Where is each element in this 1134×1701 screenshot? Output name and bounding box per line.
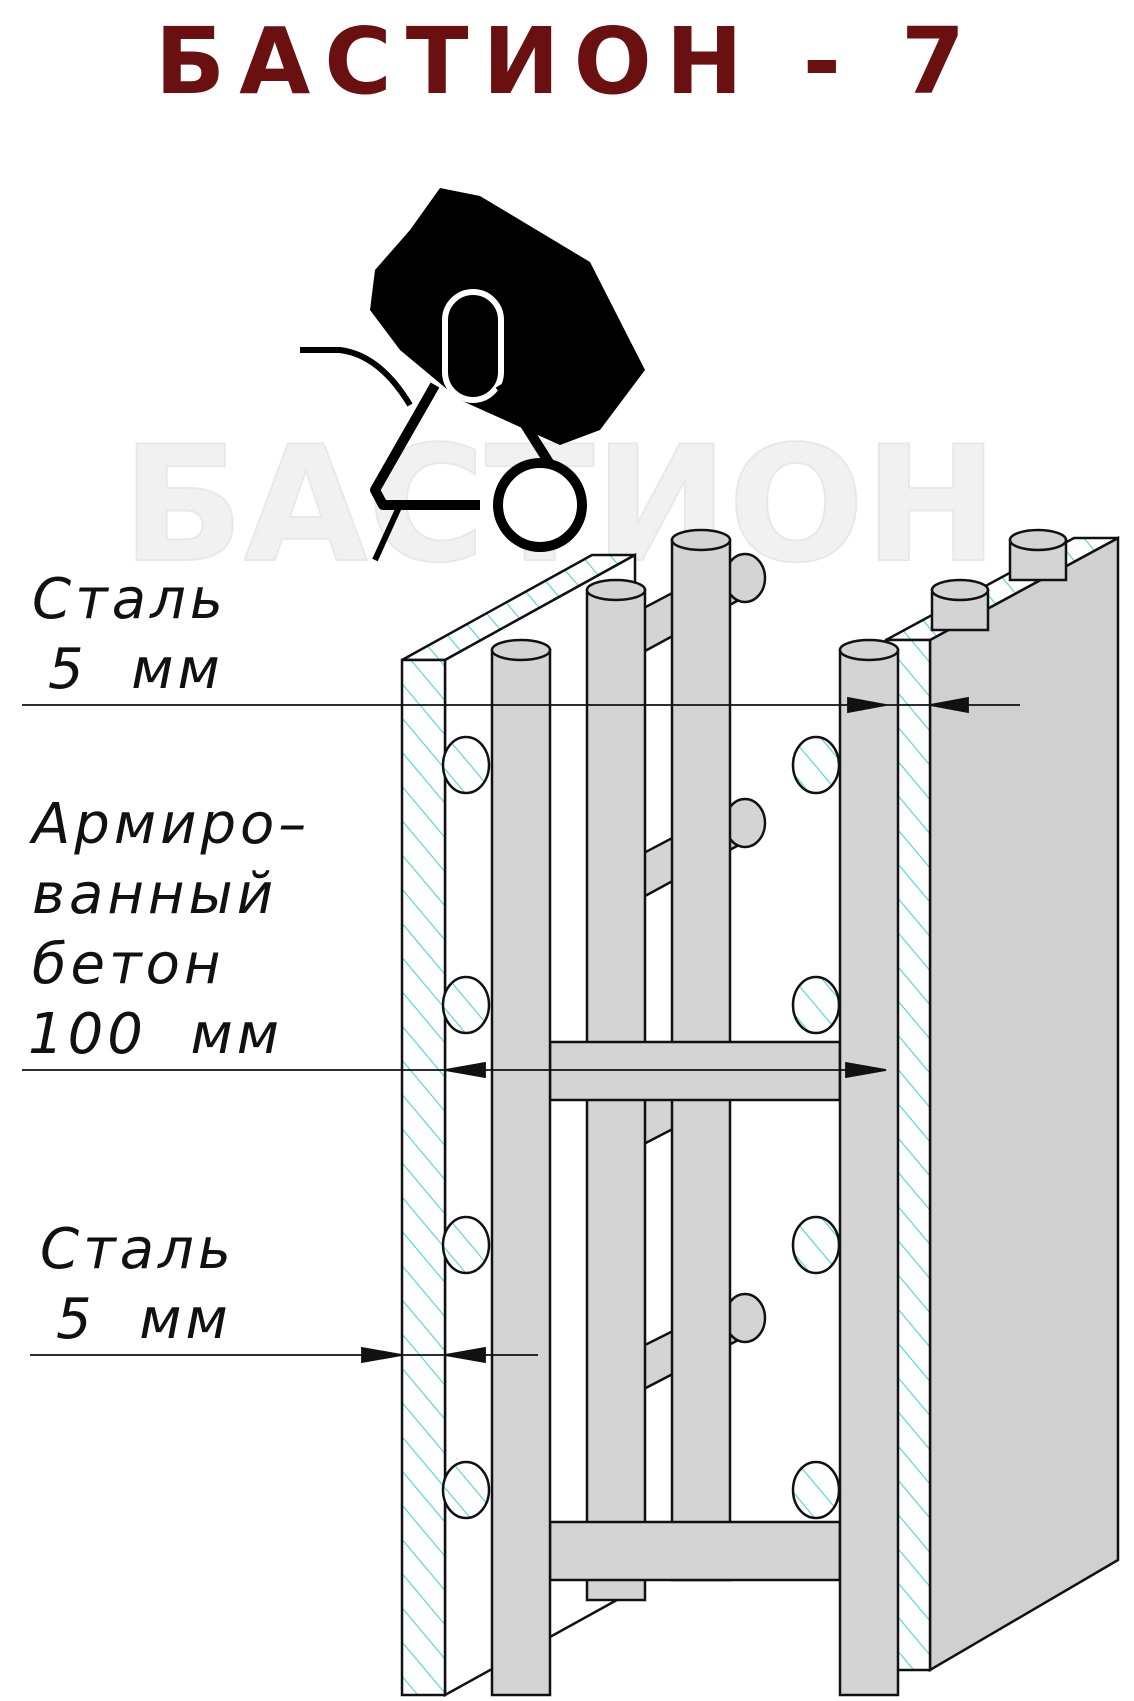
right-steel-plate: [884, 535, 1120, 1673]
concrete-label-line3: бетон: [32, 932, 225, 997]
rebar-sections: [441, 735, 841, 1520]
crossbars: [548, 1040, 842, 1582]
page-title: БАСТИОН - 7: [154, 8, 980, 115]
concrete-mixer-icon: [300, 188, 645, 562]
concrete-label-line2: ванный: [32, 862, 278, 927]
concrete-label-line4: 100 мм: [28, 1002, 283, 1067]
steel-top-label-line1: Сталь: [32, 567, 227, 632]
steel-bottom-label-line2: 5 мм: [56, 1287, 232, 1352]
steel-bottom-label-line1: Сталь: [40, 1217, 235, 1282]
front-rods: [490, 638, 900, 1697]
steel-top-label-line2: 5 мм: [48, 637, 224, 702]
dimension-lines: [22, 696, 1020, 1364]
right-back-rods: [930, 528, 1068, 632]
concrete-label-line1: Армиро–: [32, 792, 311, 857]
